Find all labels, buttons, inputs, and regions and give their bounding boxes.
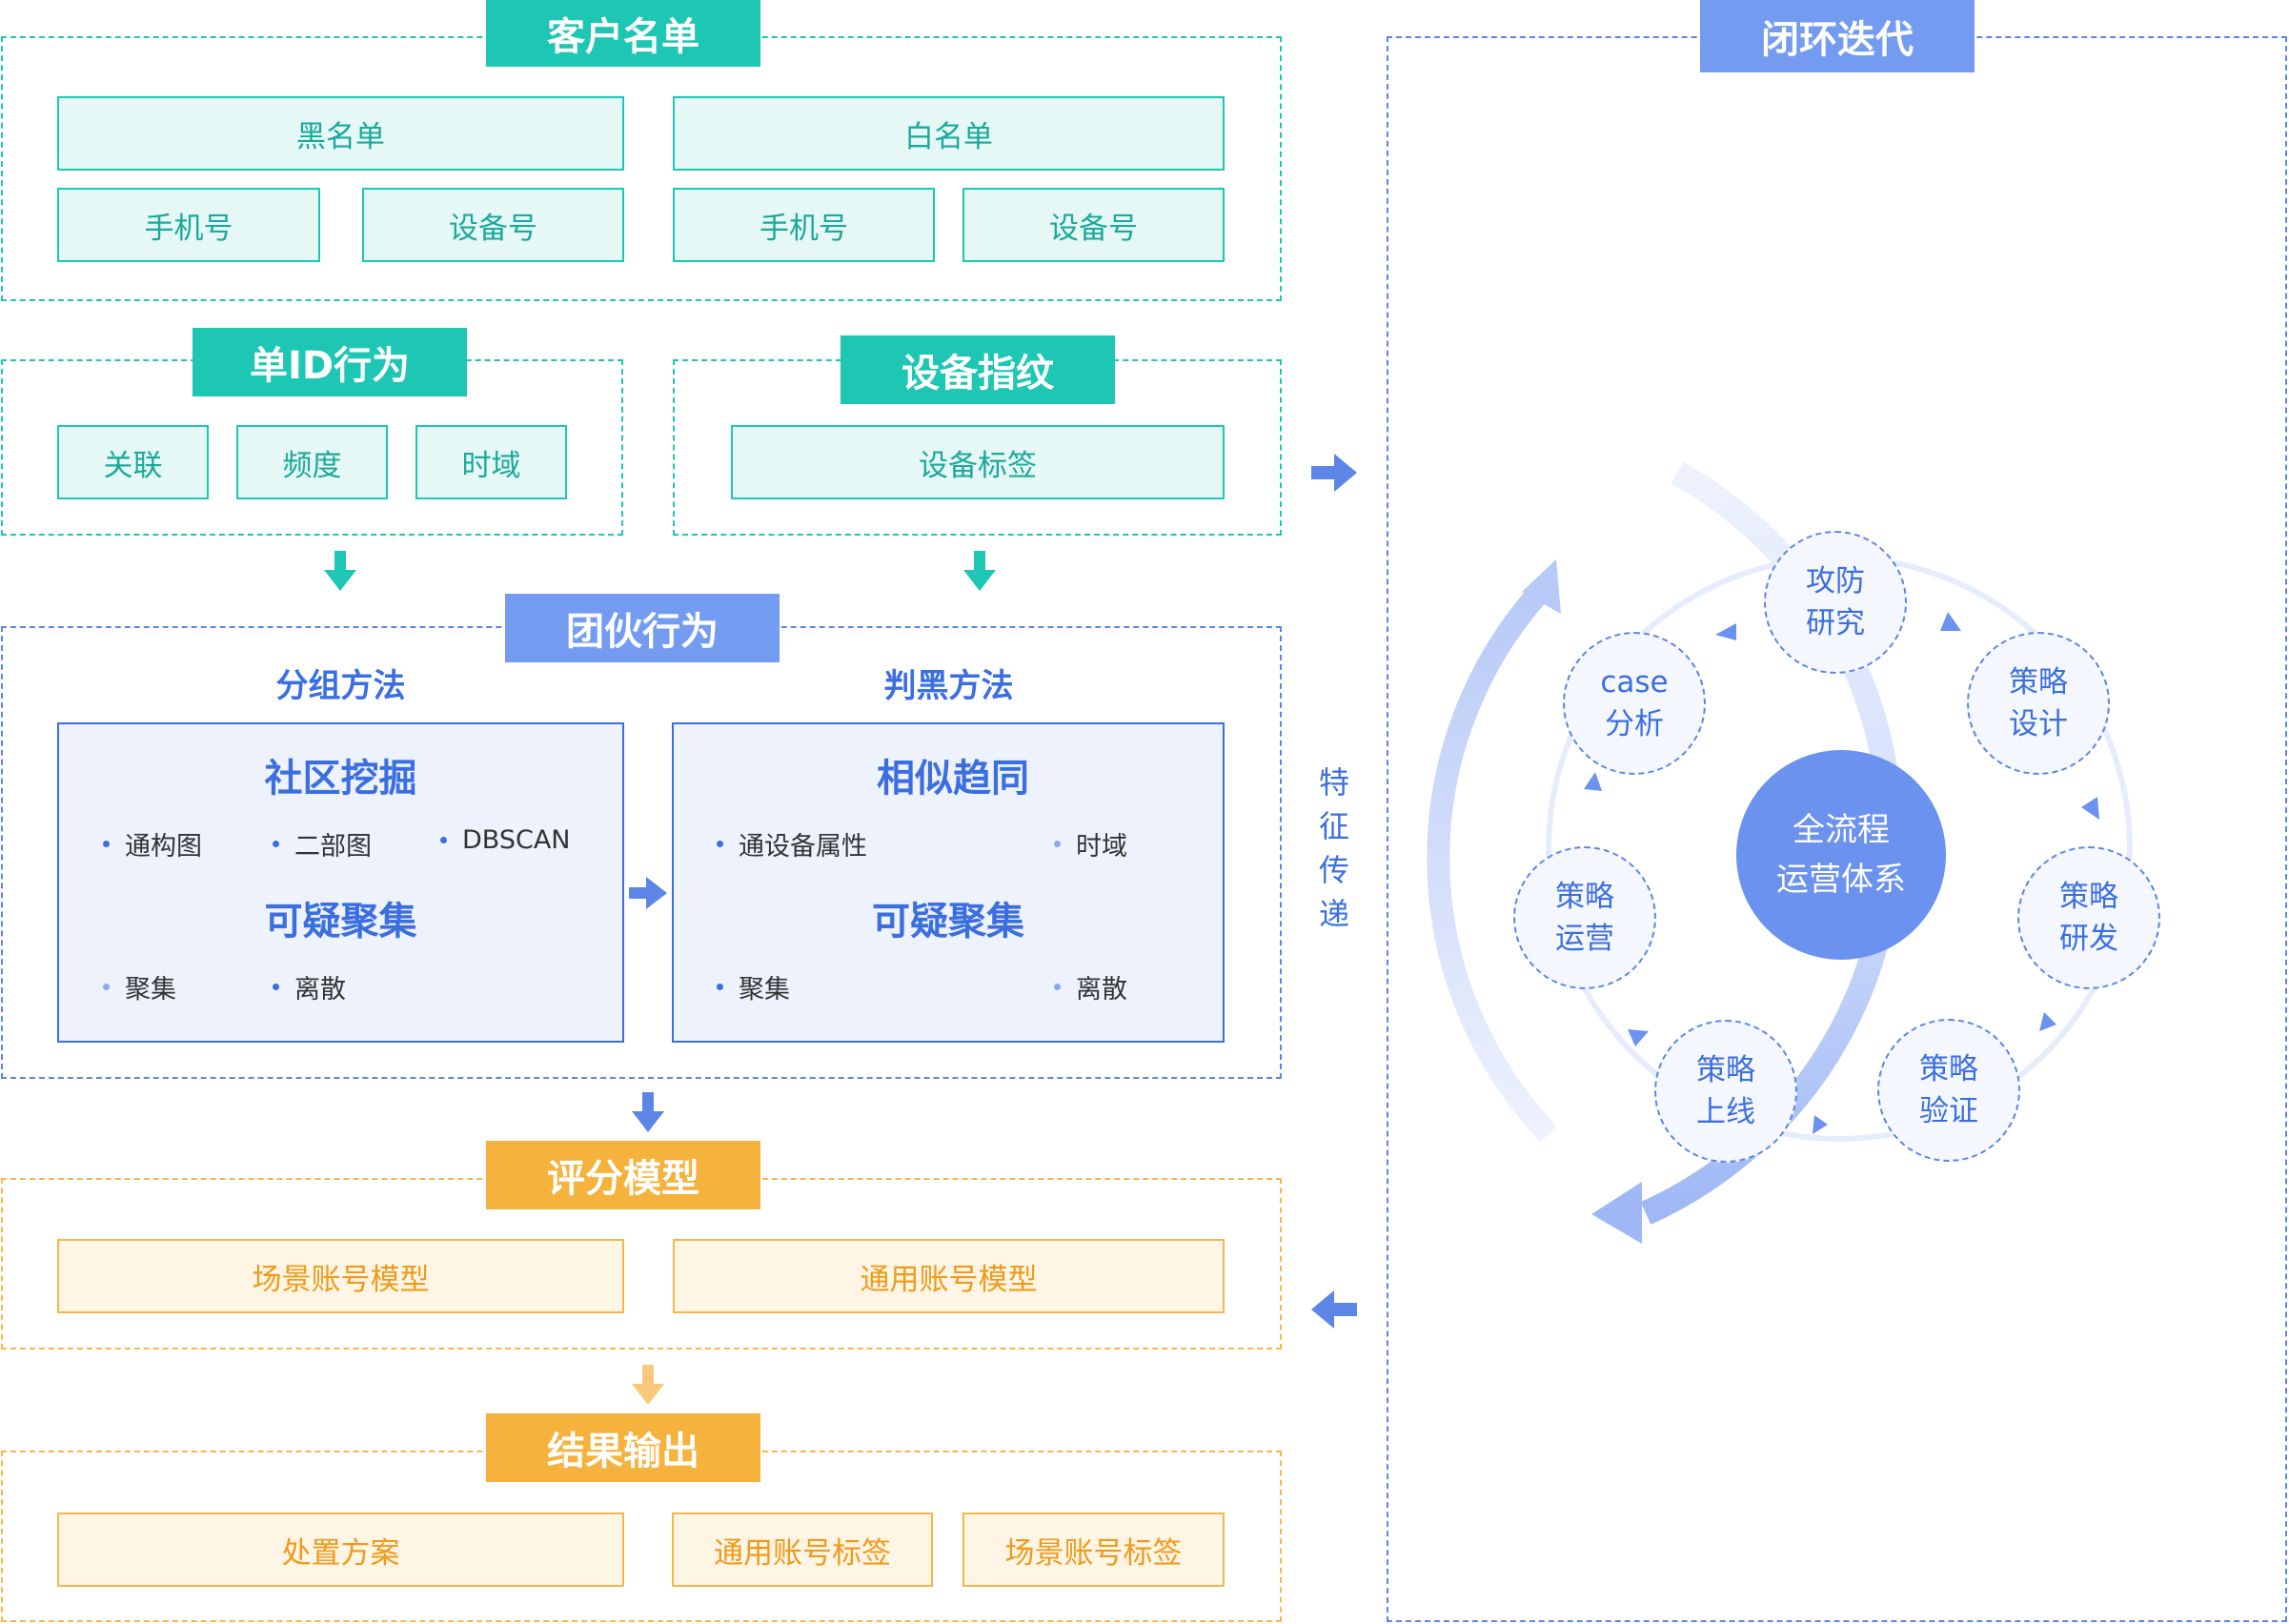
arrow-down-icon [632, 1092, 664, 1132]
full-process-center: 全流程 运营体系 [1736, 750, 1946, 960]
gang-behavior-header: 团伙行为 [505, 594, 780, 662]
similarity-title: 相似趋同 [877, 757, 1029, 801]
bullet-item: 聚集 [717, 968, 790, 1005]
single-id-item-frequency: 频度 [236, 425, 388, 499]
general-account-model-box: 通用账号模型 [673, 1239, 1225, 1313]
bullet-item: DBSCAN [440, 825, 571, 855]
device-tag-box: 设备标签 [731, 425, 1225, 499]
bullet-item: 时域 [1054, 825, 1127, 863]
strategy-verify-node: 策略验证 [1877, 1019, 2020, 1162]
community-mining-title: 社区挖掘 [264, 757, 417, 801]
blacklist-device-box: 设备号 [362, 188, 624, 262]
blacklist-box: 黑名单 [57, 96, 624, 171]
whitelist-box: 白名单 [673, 96, 1225, 171]
grouping-panel [57, 722, 624, 1043]
scenario-account-model-box: 场景账号模型 [57, 1239, 624, 1313]
attack-research-node: 攻防研究 [1764, 531, 1907, 674]
arrow-left-icon [1311, 1290, 1357, 1329]
bullet-item: 通设备属性 [717, 825, 867, 863]
result-output-header: 结果输出 [486, 1413, 760, 1482]
arrow-right-icon [1311, 454, 1357, 492]
bullet-item: 离散 [273, 968, 346, 1005]
judging-panel [672, 722, 1225, 1043]
suspicious-cluster-title: 可疑聚集 [264, 900, 417, 944]
arrow-down-icon [963, 551, 996, 591]
scoring-model-header: 评分模型 [486, 1141, 760, 1209]
single-id-item-timedomain: 时域 [415, 425, 567, 499]
strategy-develop-node: 策略研发 [2017, 846, 2160, 989]
arrow-down-icon [324, 551, 356, 591]
strategy-operate-node: 策略运营 [1513, 846, 1656, 989]
strategy-launch-node: 策略上线 [1654, 1020, 1797, 1163]
whitelist-phone-box: 手机号 [673, 188, 935, 262]
bullet-item: 二部图 [273, 825, 372, 863]
general-account-tag-box: 通用账号标签 [672, 1512, 933, 1587]
scenario-account-tag-box: 场景账号标签 [962, 1512, 1225, 1587]
single-id-item-correlation: 关联 [57, 425, 209, 499]
customer-list-header: 客户名单 [486, 0, 760, 67]
bullet-item: 离散 [1054, 968, 1127, 1005]
single-id-header: 单ID行为 [192, 328, 467, 396]
arrow-down-icon [632, 1365, 664, 1405]
bullet-item: 聚集 [103, 968, 176, 1005]
closed-loop-header: 闭环迭代 [1700, 0, 1975, 72]
arrow-right-icon [629, 877, 667, 909]
device-fingerprint-header: 设备指纹 [841, 335, 1115, 404]
bullet-item: 通构图 [103, 825, 202, 863]
suspicious-cluster-title: 可疑聚集 [872, 900, 1024, 944]
grouping-method-label: 分组方法 [275, 667, 406, 705]
strategy-design-node: 策略设计 [1967, 632, 2110, 775]
judging-method-label: 判黑方法 [883, 667, 1014, 705]
whitelist-device-box: 设备号 [962, 188, 1225, 262]
blacklist-phone-box: 手机号 [57, 188, 320, 262]
disposal-plan-box: 处置方案 [57, 1512, 624, 1587]
feature-transfer-label: 特 征 传 递 [1318, 764, 1349, 932]
